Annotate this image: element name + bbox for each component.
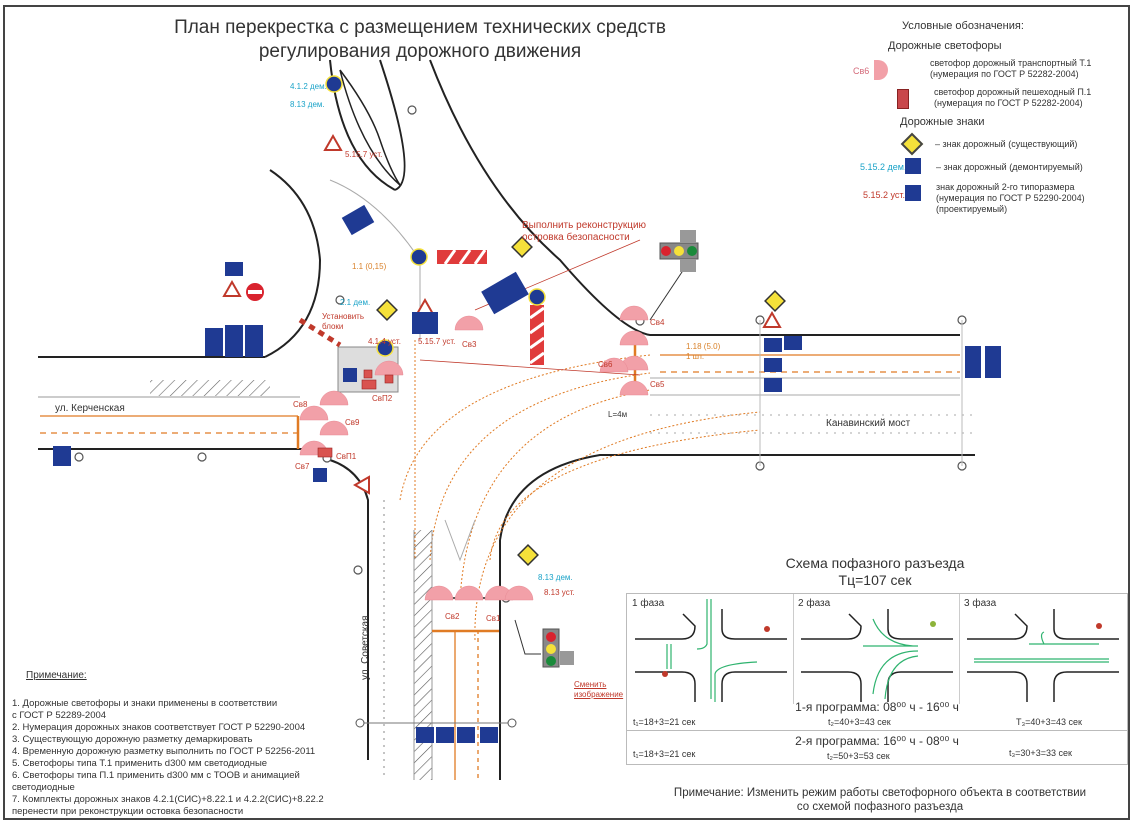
removed-sign-icon — [905, 158, 921, 174]
notes-block: Примечание: 1. Дорожные светофоры и знак… — [12, 670, 367, 818]
signal-label-sv5: Св5 — [650, 380, 665, 389]
sign-label-8-13-ust-south: 8.13 уст. — [544, 588, 575, 597]
program-2-t1: t₁=18+3=21 сек — [633, 749, 696, 759]
phase-3-diagram — [967, 609, 1119, 702]
phase-1-label: 1 фаза — [632, 598, 665, 609]
program-2-label: 2-я программа: 16⁰⁰ ч - 08⁰⁰ ч — [795, 734, 959, 748]
program-2-t2: t₂=50+3=53 сек — [827, 751, 890, 761]
signal-label-sv3: Св3 — [462, 340, 477, 349]
note-item: 2. Нумерация дорожных знаков соответству… — [12, 722, 306, 733]
legend-existing-sign-text: – знак дорожный (существующий) — [935, 139, 1078, 149]
program-1-t3: T₃=40+3=43 сек — [1016, 717, 1082, 727]
pedestrian-signal-icon — [897, 89, 909, 109]
program-1-t2: t₂=40+3=43 сек — [828, 717, 891, 727]
note-item: 1. Дорожные светофоры и знаки применены … — [12, 698, 278, 709]
legend-vehicle-signal-text: светофор дорожный транспортный Т.1(нумер… — [930, 58, 1092, 79]
signal-label-sv6: Св6 — [598, 360, 613, 369]
signal-label-svp2: СвП2 — [372, 394, 393, 403]
vehicle-signal-icon — [874, 60, 888, 80]
program-2-t3: t₃=30+3=33 сек — [1009, 748, 1072, 758]
phase-2-cell: 2 фаза — [793, 594, 960, 704]
note-item: светодиодные — [12, 782, 75, 793]
title-line-2: регулирования дорожного движения — [258, 41, 582, 62]
title-line-1: План перекрестка с размещением техническ… — [174, 17, 666, 38]
sign-label-8-13-dem-south: 8.13 дем. — [538, 573, 573, 582]
signal-label-svp1: СвП1 — [336, 452, 357, 461]
program-1-label: 1-я программа: 08⁰⁰ ч - 16⁰⁰ ч — [795, 700, 959, 714]
traffic-signals — [299, 305, 649, 601]
street-label-bridge: Канавинский мост — [826, 418, 911, 429]
legend-projected-sign-text: знак дорожный 2-го типоразмера(нумерация… — [936, 182, 1085, 214]
program-1-t1: t₁=18+3=21 сек — [633, 717, 696, 727]
sign-label-4-1-4: 4.1.4 уст. — [368, 337, 401, 346]
phase-2-diagram — [801, 609, 953, 702]
notes-heading: Примечание: — [26, 670, 87, 681]
drawing-title: План перекрестка с размещением техническ… — [150, 16, 690, 64]
projected-sign-icon — [905, 185, 921, 201]
marking-11-label: 1.1 (0,15) — [352, 262, 387, 271]
legend-signs-heading: Дорожные знаки — [900, 116, 985, 128]
marking-118-label: 1.18 (5.0)1 шт. — [686, 342, 721, 361]
note-item: 6. Светофоры типа П.1 применить d300 мм … — [12, 770, 300, 781]
cycle-time: Тц=107 сек — [838, 572, 912, 588]
sign-label-8-13-dem-north: 8.13 дем. — [290, 100, 325, 109]
lane-signs — [53, 204, 1001, 743]
signal-label-sv2: Св2 — [445, 612, 460, 621]
sign-label-4-1-2: 4.1.2 дем. — [290, 82, 327, 91]
note-item: 5. Светофоры типа Т.1 применить d300 мм … — [12, 758, 268, 769]
signal-label-sv9: Св9 — [345, 418, 360, 427]
phase-3-label: 3 фаза — [964, 598, 997, 609]
phase-scheme-title: Схема пофазного разъезда Тц=107 сек — [760, 555, 990, 589]
sign-label-5-15-7-north: 5.15.7 уст. — [345, 150, 383, 159]
street-label-kerchenskaya: ул. Керченская — [55, 403, 125, 414]
phase-2-label: 2 фаза — [798, 598, 831, 609]
legend-signal-code: Св6 — [853, 66, 870, 76]
legend-removed-sign-text: – знак дорожный (демонтируемый) — [936, 162, 1083, 172]
sign-label-2-1-dem: 2.1 дем. — [340, 298, 371, 307]
phase-table: 1 фаза 2 фаза 3 фаза — [626, 593, 1128, 765]
legend-ust-code: 5.15.2 уст. — [863, 190, 906, 200]
signal-label-sv1: Св1 — [486, 614, 501, 623]
phase-scheme-note: Примечание: Изменить режим работы светоф… — [673, 787, 1087, 813]
phase-1-cell: 1 фаза — [627, 594, 794, 704]
drawing-frame — [3, 5, 1130, 820]
note-item: перенести при реконструкции остовка безо… — [12, 806, 244, 817]
note-item: с ГОСТ Р 52289-2004 — [12, 710, 107, 721]
legend-dem-code: 5.15.2 дем. — [860, 162, 907, 172]
signal-label-sv7: Св7 — [295, 462, 310, 471]
l-4m-label: L=4м — [608, 410, 628, 419]
signal-label-sv4: Св4 — [650, 318, 665, 327]
signal-label-sv8: Св8 — [293, 400, 308, 409]
note-item: 3. Существующую дорожную разметку демарк… — [12, 734, 253, 745]
sign-label-5-15-7-center: 5.15.7 уст. — [418, 337, 456, 346]
legend-heading: Условные обозначения: — [902, 20, 1024, 32]
legend-signals-heading: Дорожные светофоры — [888, 40, 1002, 52]
legend-pedestrian-signal-text: светофор дорожный пешеходный П.1(нумерац… — [934, 87, 1092, 108]
note-item: 4. Временную дорожную разметку выполнить… — [12, 746, 316, 757]
note-item: 7. Комплекты дорожных знаков 4.2.1(СИС)+… — [12, 794, 324, 805]
phase-3-cell: 3 фаза — [959, 594, 1127, 704]
phase-1-diagram — [635, 599, 787, 702]
